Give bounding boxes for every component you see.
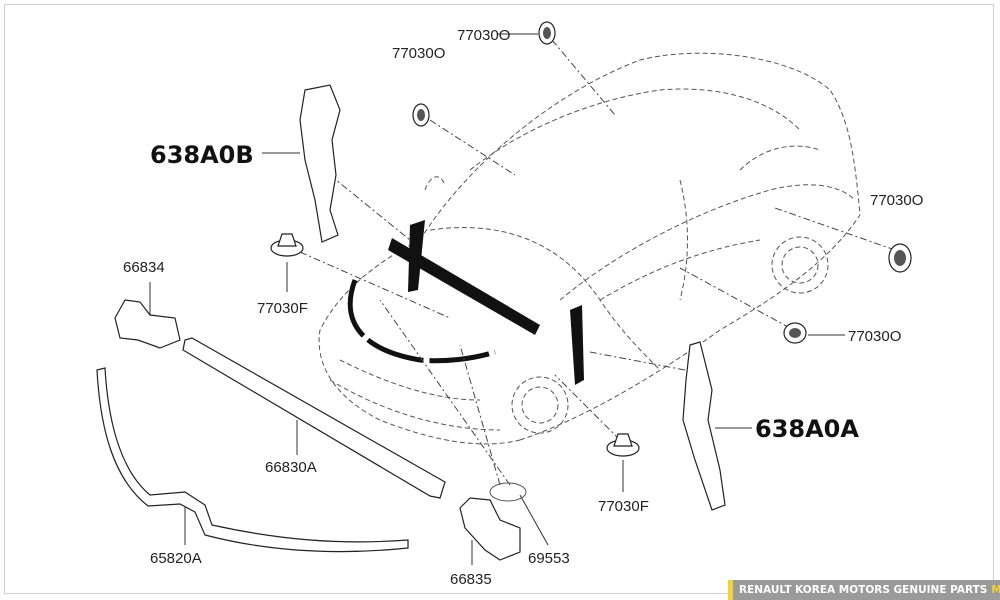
hood-seal-installed: [347, 279, 496, 364]
label-66830a: 66830A: [265, 459, 317, 476]
seal-strip-66830a: [182, 337, 446, 499]
label-77030o-right-upper: 77030O: [870, 192, 923, 209]
grommet-77030f-right: [606, 433, 640, 457]
clip-77030o-top-left: [412, 103, 430, 127]
leader-lines: [149, 33, 896, 565]
grommet-77030f-left: [270, 233, 304, 257]
label-69553: 69553: [528, 550, 570, 567]
label-77030o-top-right: 77030O: [457, 27, 510, 44]
label-77030f-left: 77030F: [257, 300, 308, 317]
label-66835: 66835: [450, 571, 492, 588]
bracket-66834: [114, 299, 181, 349]
label-77030o-right-lower: 77030O: [848, 328, 901, 345]
bracket-66835: [459, 497, 521, 561]
car-outline: [318, 52, 861, 445]
clip-77030o-right-lower: [783, 322, 807, 344]
label-77030o-top-left: 77030O: [392, 45, 445, 62]
watermark-footer: RENAULT KOREA MOTORS GENUINE PARTS MRSZO…: [728, 580, 1000, 600]
label-638a0b: 638A0B: [150, 141, 254, 169]
insulator-bar-right: [570, 305, 584, 385]
label-66834: 66834: [123, 259, 165, 276]
footer-brand: MRSZONE: [991, 584, 1000, 596]
label-77030f-right: 77030F: [598, 498, 649, 515]
footer-text: RENAULT KOREA MOTORS GENUINE PARTS: [739, 584, 988, 596]
clip-77030o-top-right: [538, 21, 556, 45]
label-638a0a: 638A0A: [755, 415, 859, 443]
clip-77030o-right-upper: [888, 243, 912, 273]
insulator-bar-upper: [408, 220, 425, 292]
insulator-638a0b: [299, 84, 341, 243]
label-65820a: 65820A: [150, 550, 202, 567]
weatherstrip-65820a: [96, 367, 409, 553]
hood-insulator-bar: [388, 238, 540, 335]
insulator-638a0a: [682, 341, 726, 511]
cap-69553: [489, 482, 527, 502]
frame-border: [4, 4, 994, 594]
